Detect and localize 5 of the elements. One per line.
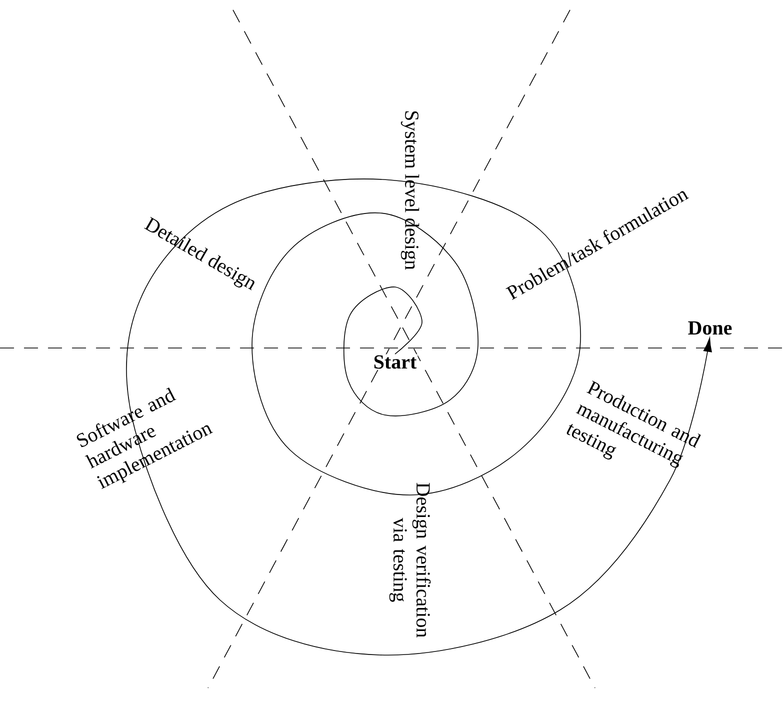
phase-label: Done xyxy=(686,320,734,336)
phase-label: Start xyxy=(372,354,418,370)
phase-label: Design verification via testing xyxy=(389,482,431,638)
phase-label: System level design xyxy=(400,111,420,270)
spiral-arrow xyxy=(126,178,712,656)
